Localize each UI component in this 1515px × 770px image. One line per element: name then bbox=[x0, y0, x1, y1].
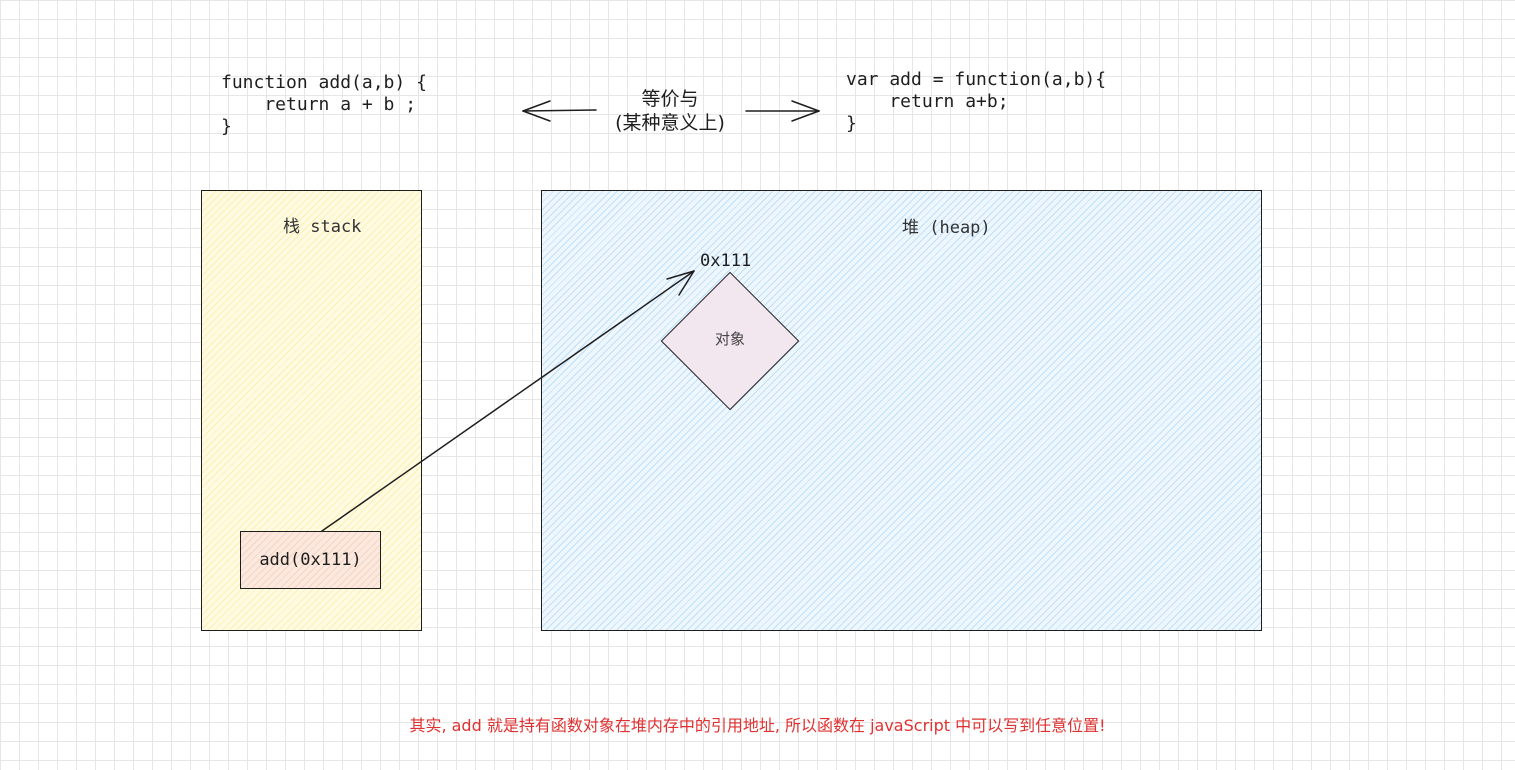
equivalence-line-2: (某种意义上) bbox=[615, 112, 725, 134]
code-line: return a+b; bbox=[846, 91, 1009, 112]
code-line: function add(a,b) { bbox=[221, 72, 427, 93]
equivalence-label: 等价与 (某种意义上) bbox=[600, 87, 740, 135]
function-declaration-code: function add(a,b) { return a + b ; } bbox=[221, 72, 427, 138]
code-line: } bbox=[221, 116, 232, 137]
heap-object-label: 对象 bbox=[714, 330, 745, 348]
heap-panel bbox=[541, 190, 1262, 631]
right-arrow-icon bbox=[745, 100, 820, 122]
heap-address-label: 0x111 bbox=[700, 251, 752, 271]
equivalence-line-1: 等价与 bbox=[641, 88, 699, 110]
left-arrow-icon bbox=[522, 100, 597, 122]
footer-note: 其实, add 就是持有函数对象在堆内存中的引用地址, 所以函数在 javaSc… bbox=[409, 716, 1106, 735]
code-line: var add = function(a,b){ bbox=[846, 69, 1107, 90]
stack-reference-cell: add(0x111) bbox=[240, 531, 381, 589]
stack-title: 栈 stack bbox=[283, 217, 362, 237]
function-expression-code: var add = function(a,b){ return a+b; } bbox=[846, 69, 1106, 135]
code-line: return a + b ; bbox=[221, 94, 417, 115]
code-line: } bbox=[846, 113, 857, 134]
stack-reference-label: add(0x111) bbox=[259, 550, 362, 570]
reference-arrow-icon bbox=[321, 270, 695, 532]
heap-title: 堆 (heap) bbox=[902, 218, 991, 238]
